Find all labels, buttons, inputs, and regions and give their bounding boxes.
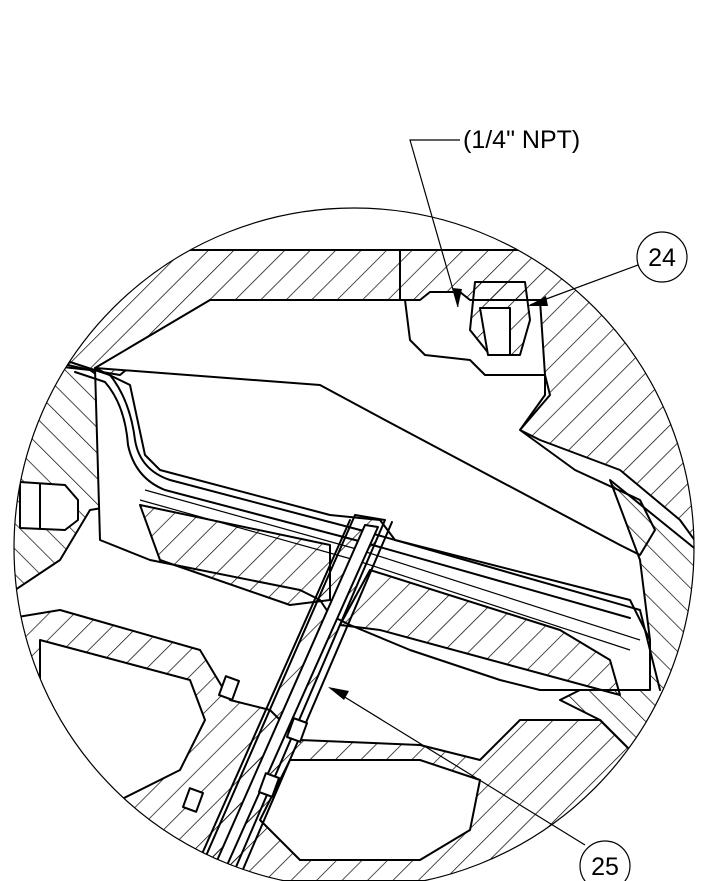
stem-outline — [189, 519, 393, 881]
balloon-25-label: 25 — [591, 853, 619, 881]
balloon-24-label: 24 — [648, 244, 676, 272]
upper-cavity — [94, 299, 656, 556]
diaphragm-sheet — [69, 361, 661, 691]
left-port-fitting — [19, 481, 79, 531]
npt-callout: (1/4" NPT) — [409, 126, 580, 308]
o-ring-2 — [286, 717, 308, 743]
stem-bore — [207, 524, 379, 881]
npt-callout-text: (1/4" NPT) — [463, 126, 580, 154]
o-ring-3 — [182, 787, 204, 813]
balloon-25: 25 — [328, 687, 631, 881]
o-ring-1 — [218, 675, 240, 701]
port-bore — [479, 307, 511, 356]
lower-left-seal-section — [139, 504, 331, 606]
o-ring-4 — [258, 772, 280, 798]
detail-view-content — [14, 249, 694, 881]
detail-circle — [13, 207, 695, 881]
lower-cavity-center — [259, 759, 481, 861]
balloon-24: 24 — [528, 231, 688, 306]
